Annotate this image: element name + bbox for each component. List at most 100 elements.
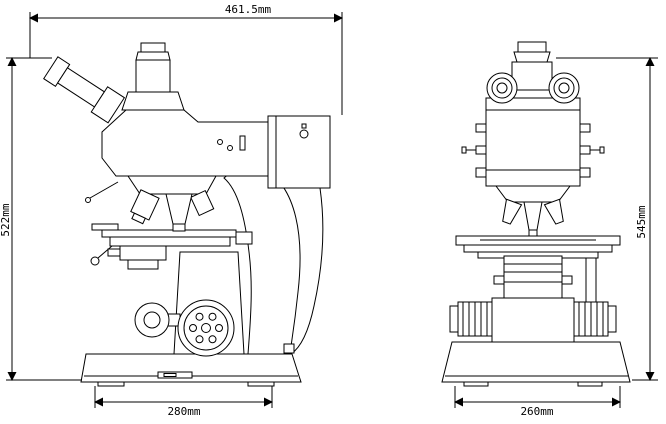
centering-screw [475,123,487,133]
stage-handle-knob [90,256,100,266]
centering-screw [579,123,591,133]
knob-hole [215,324,223,332]
condenser-knob [107,248,121,257]
power-cable [290,187,324,355]
front-phototube-body [511,61,553,91]
front-focus-knob-left-cap [449,305,459,333]
front-phototube-collar [513,51,551,63]
stage-top-plate [101,229,237,238]
base-foot-left [97,381,125,387]
front-objective-center-tip [528,229,538,237]
dim-top-width: 461.5mm [29,3,343,115]
dim-ext-line [29,12,52,59]
phototube-eyepiece [140,42,166,53]
front-objective-center [523,201,543,231]
left-eyepiece [486,72,518,104]
phototube-collar [135,51,171,61]
base-foot-right [247,381,275,387]
dimension-annotations: 461.5mm 522mm 280mm 545mm [0,3,658,418]
front-base-foot-left [463,381,489,387]
front-stage-lower [463,244,613,253]
lamp-house-vent [301,123,307,129]
knob-hole [189,324,197,332]
dim-side-base-width: 280mm [94,386,273,418]
front-condenser-knob-left [493,275,505,285]
stage-handle [97,245,113,259]
centering-screw [579,145,591,155]
front-objective-left [502,198,523,225]
head-control-dot [227,145,233,151]
base-outline [80,353,302,383]
front-condenser-body [503,255,563,301]
right-eyepiece-lens [558,82,570,94]
adjust-pin-left-head [461,146,467,154]
base-plate-slot [163,373,177,377]
dim-front-height: 545mm [556,57,658,381]
drawing-root: 461.5mm 522mm 280mm 545mm [0,3,658,418]
stage-guide-rail [585,257,597,307]
stage-lower-plate [109,236,231,247]
objective-right [190,189,215,217]
head-body [101,109,269,177]
objective-left-tip [131,212,146,225]
dim-left-height-label: 522mm [0,203,12,236]
knob-center [201,323,211,333]
objective-center-tip [172,223,186,232]
coarse-focus-knob [177,299,235,357]
front-base-foot-right [577,381,603,387]
front-view [441,41,631,387]
condenser-lower [127,259,159,270]
knob-knurling-left [462,302,488,336]
specimen-holder [91,223,119,231]
dim-front-base-width-label: 260mm [520,405,553,418]
illumination-lever-knob [85,197,91,203]
knob-hole [195,335,204,344]
left-eyepiece-ring [491,77,513,99]
filter-slider [239,135,246,151]
front-condenser-knob-right [561,275,573,285]
adjust-pin-right-head [599,146,605,154]
fine-focus-knob [134,302,170,338]
dim-top-width-label: 461.5mm [225,3,272,16]
head-control-dot [217,139,223,145]
front-head-body [485,97,581,187]
centering-screw [475,145,487,155]
lamp-house-screw [299,129,309,139]
dim-side-base-width-label: 280mm [167,405,200,418]
knob-hole [208,335,217,344]
front-phototube-eyepiece [517,41,547,53]
stage-bracket [235,231,253,245]
knob-knurling-right [578,302,604,336]
objective-center [165,193,193,225]
dim-front-base-width: 260mm [454,386,621,418]
eyepiece-collar [90,86,126,124]
objective-right-body [190,189,215,217]
side-knob [475,167,487,178]
front-objective-left-body [502,198,523,225]
left-eyepiece-lens [496,82,508,94]
phototube-body [135,59,171,93]
front-objective-right [543,198,564,225]
front-focus-knob-right-cap [607,305,617,333]
front-objective-right-body [543,198,564,225]
lamp-house [267,115,331,189]
side-view [43,42,331,387]
dim-left-height: 522mm [0,57,82,381]
illumination-lever [89,181,119,199]
objective-left [130,189,160,225]
fine-focus-knob-hub [143,311,161,329]
front-focus-block [491,297,575,343]
condenser-body [119,245,167,261]
cable-plug [283,343,295,354]
phototube-adapter [121,91,185,111]
knob-hole [195,312,204,321]
side-knob [579,167,591,178]
base-plate-detail [157,371,193,379]
eyepiece-barrel [56,67,106,108]
knob-hole [208,312,217,321]
front-base-outline [441,341,631,383]
right-eyepiece-ring [553,77,575,99]
dim-front-height-label: 545mm [635,205,648,238]
